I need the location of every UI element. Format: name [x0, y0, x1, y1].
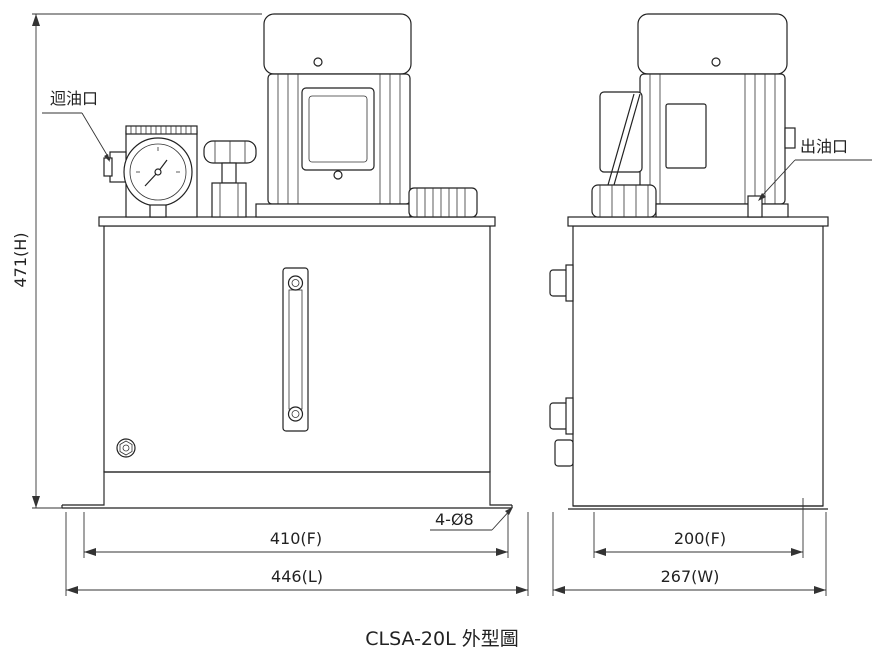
height-label: 471(H) [11, 232, 30, 287]
length-label: 446(L) [271, 567, 323, 586]
front-mount-span-label: 410(F) [270, 529, 322, 548]
front-mount-dimension: 410(F) [83, 512, 509, 558]
filler-cap [408, 187, 478, 218]
side-fitting-lower [549, 402, 569, 430]
outlet-port-label: 出油口 [800, 137, 848, 156]
outlet-port-fitting [747, 195, 763, 218]
width-dimension: 267(W) [552, 512, 827, 596]
return-port-label: 迴油口 [50, 89, 98, 108]
side-mount-span-label: 200(F) [674, 529, 726, 548]
side-tank [572, 225, 824, 507]
front-view [61, 13, 513, 509]
mount-holes-callout: 4-Ø8 [430, 507, 513, 531]
side-fitting-bottom [554, 439, 574, 467]
length-dimension: 446(L) [65, 512, 529, 596]
side-motor-fan-cover [637, 13, 788, 75]
motor-fan-cover [263, 13, 412, 75]
motor-terminal-box [301, 87, 375, 171]
mount-holes-label: 4-Ø8 [435, 510, 474, 529]
return-port-callout: 迴油口 [42, 89, 111, 162]
side-view [549, 13, 829, 510]
outlet-port-callout: 出油口 [758, 137, 872, 201]
height-dimension: 471(H) [11, 13, 262, 509]
side-top-plate [567, 216, 829, 227]
front-top-plate [98, 216, 496, 227]
side-terminal-box [665, 103, 707, 169]
width-label: 267(W) [661, 567, 720, 586]
side-fitting-upper [549, 269, 569, 297]
drawing-caption: CLSA-20L 外型圖 [365, 628, 519, 650]
side-mount-dimension: 200(F) [593, 498, 804, 558]
valve-body [211, 182, 247, 218]
front-base [62, 471, 512, 506]
side-pump [599, 91, 643, 173]
